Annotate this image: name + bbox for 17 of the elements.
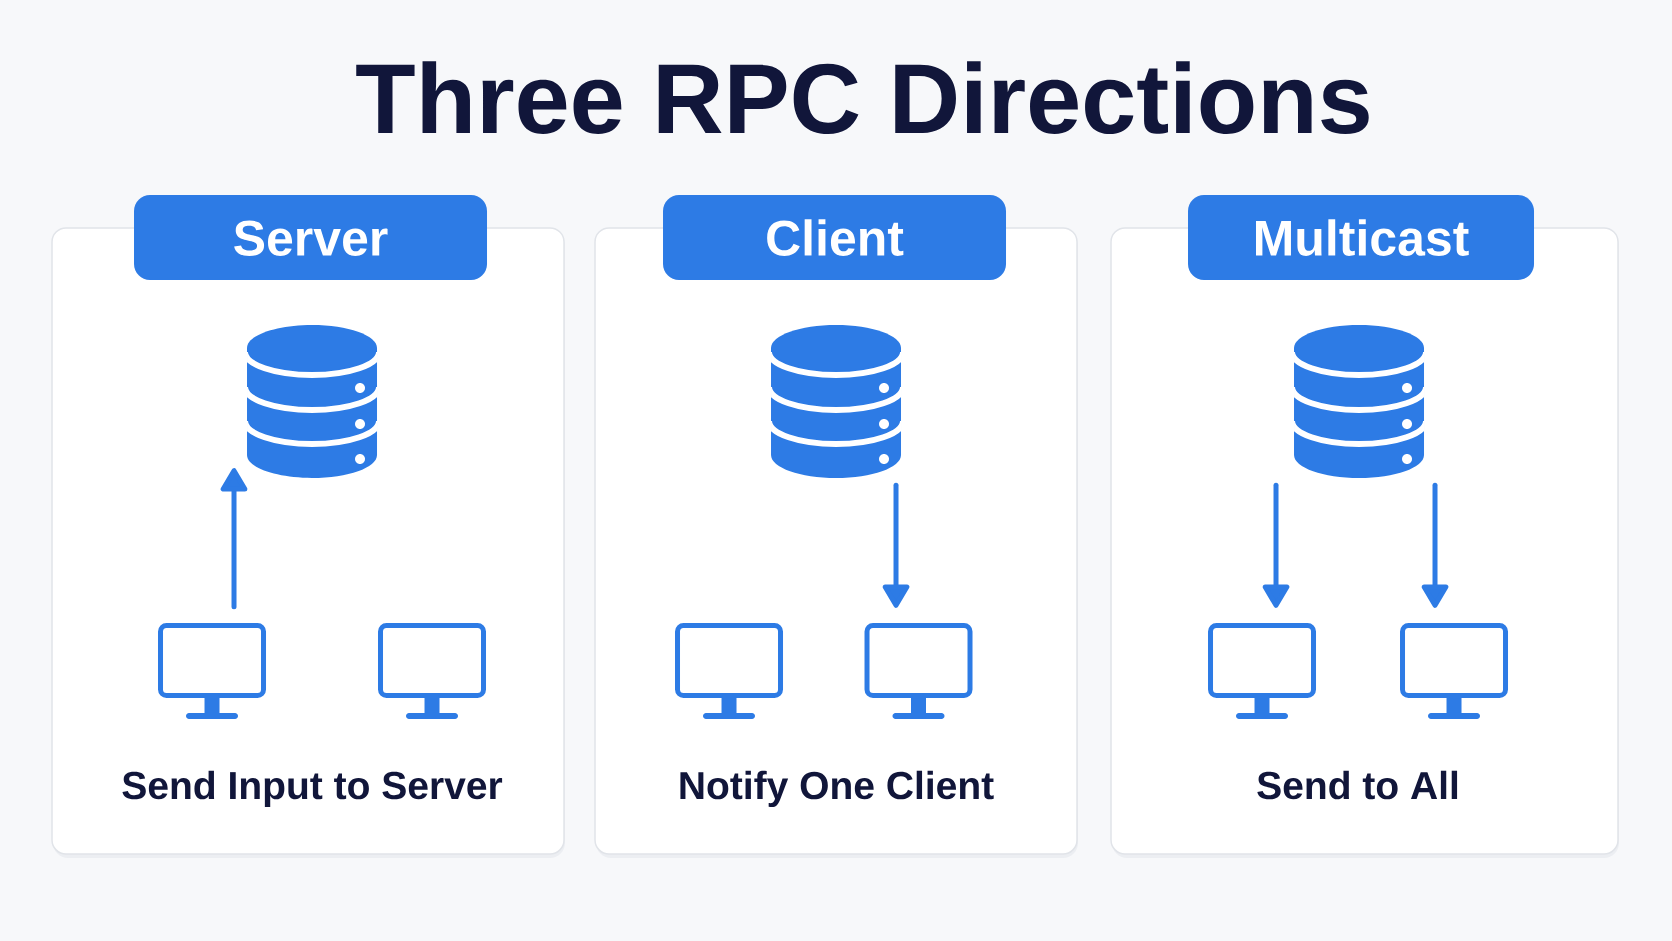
- header-tab: Server: [134, 195, 487, 280]
- monitor-icon: [378, 623, 486, 719]
- arrow: [1262, 482, 1290, 608]
- monitor-icon: [158, 623, 266, 719]
- title: Three RPC Directions: [356, 61, 1369, 134]
- header-tab: Multicast: [1188, 195, 1534, 280]
- monitor-icon: [864, 623, 973, 719]
- monitor-icon: [1400, 623, 1508, 719]
- header-tab: Client: [663, 195, 1006, 280]
- database-icon: [771, 325, 901, 478]
- monitor-icon: [675, 623, 783, 719]
- database-icon: [247, 325, 377, 478]
- arrow: [1421, 482, 1449, 608]
- arrow: [220, 468, 248, 610]
- arrow: [882, 482, 910, 608]
- database-icon: [1294, 325, 1424, 478]
- monitor-icon: [1208, 623, 1316, 719]
